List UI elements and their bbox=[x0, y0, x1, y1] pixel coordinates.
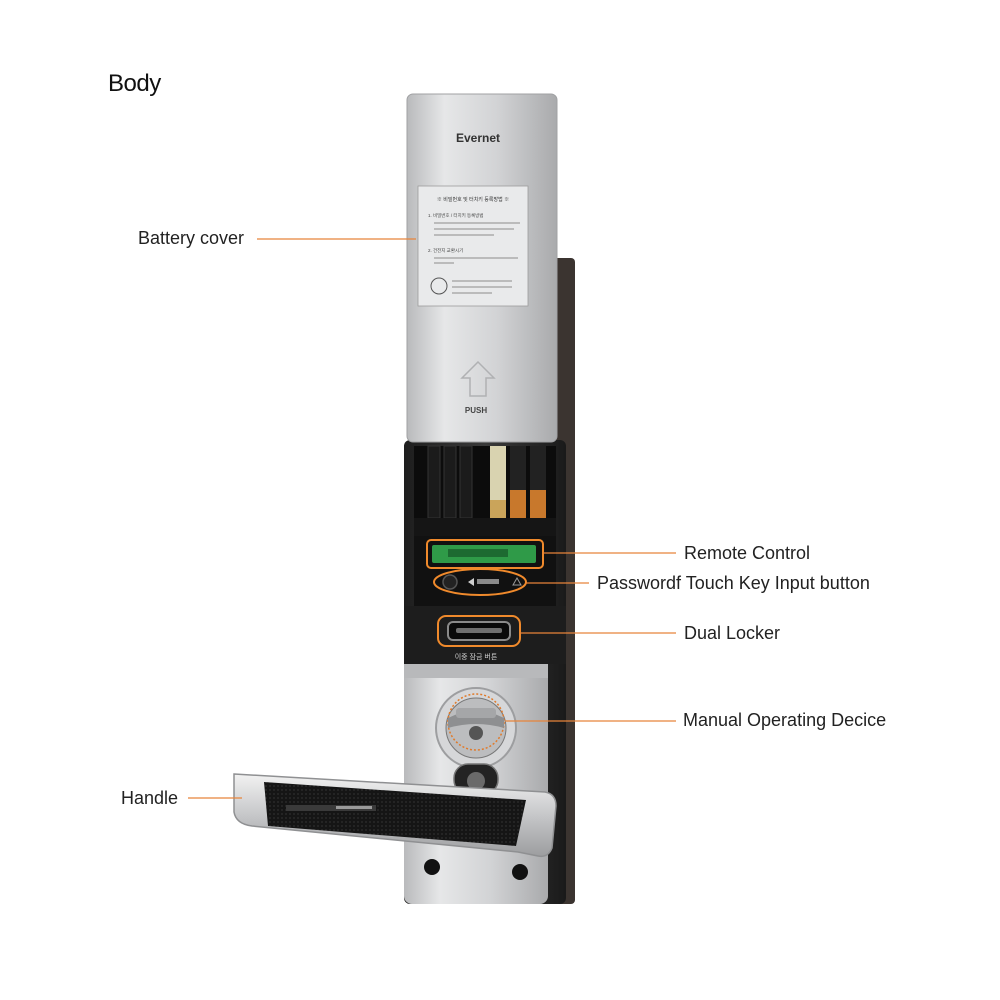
handle-label: Handle bbox=[121, 788, 179, 808]
push-label: PUSH bbox=[465, 406, 487, 415]
touch-key-button bbox=[442, 574, 458, 590]
cover-line-2: 2. 건전지 교환시기 bbox=[428, 247, 463, 254]
kc-mark bbox=[430, 277, 448, 295]
cover-line-1: 1. 비밀번호 / 터치키 등록방법 bbox=[428, 212, 484, 219]
screw-hole bbox=[424, 859, 440, 875]
locker-caption: 이중 잠금 버튼 bbox=[455, 652, 498, 661]
dual-locker-label: Dual Locker bbox=[684, 623, 781, 643]
dual-locker-highlight bbox=[437, 615, 521, 647]
handle bbox=[233, 773, 557, 858]
password-button-label: Passwordf Touch Key Input button bbox=[597, 573, 870, 593]
manual-device-label: Manual Operating Decice bbox=[683, 710, 887, 730]
page-title: Body bbox=[108, 70, 161, 97]
remote-highlight bbox=[426, 539, 544, 569]
battery-cover: Evernet ※ 비밀번호 및 터치키 등록방법 ※ 1. 비밀번호 / 터치… bbox=[406, 93, 558, 443]
screw-hole bbox=[512, 864, 528, 880]
brand-logo: Evernet bbox=[456, 131, 500, 145]
touch-key-highlight bbox=[433, 568, 527, 596]
remote-control-label: Remote Control bbox=[684, 543, 811, 563]
push-arrow-icon bbox=[460, 360, 496, 397]
cover-heading: ※ 비밀번호 및 터치키 등록방법 ※ bbox=[437, 196, 509, 203]
battery-compartment bbox=[414, 445, 556, 536]
battery-cover-label: Battery cover bbox=[138, 228, 245, 248]
